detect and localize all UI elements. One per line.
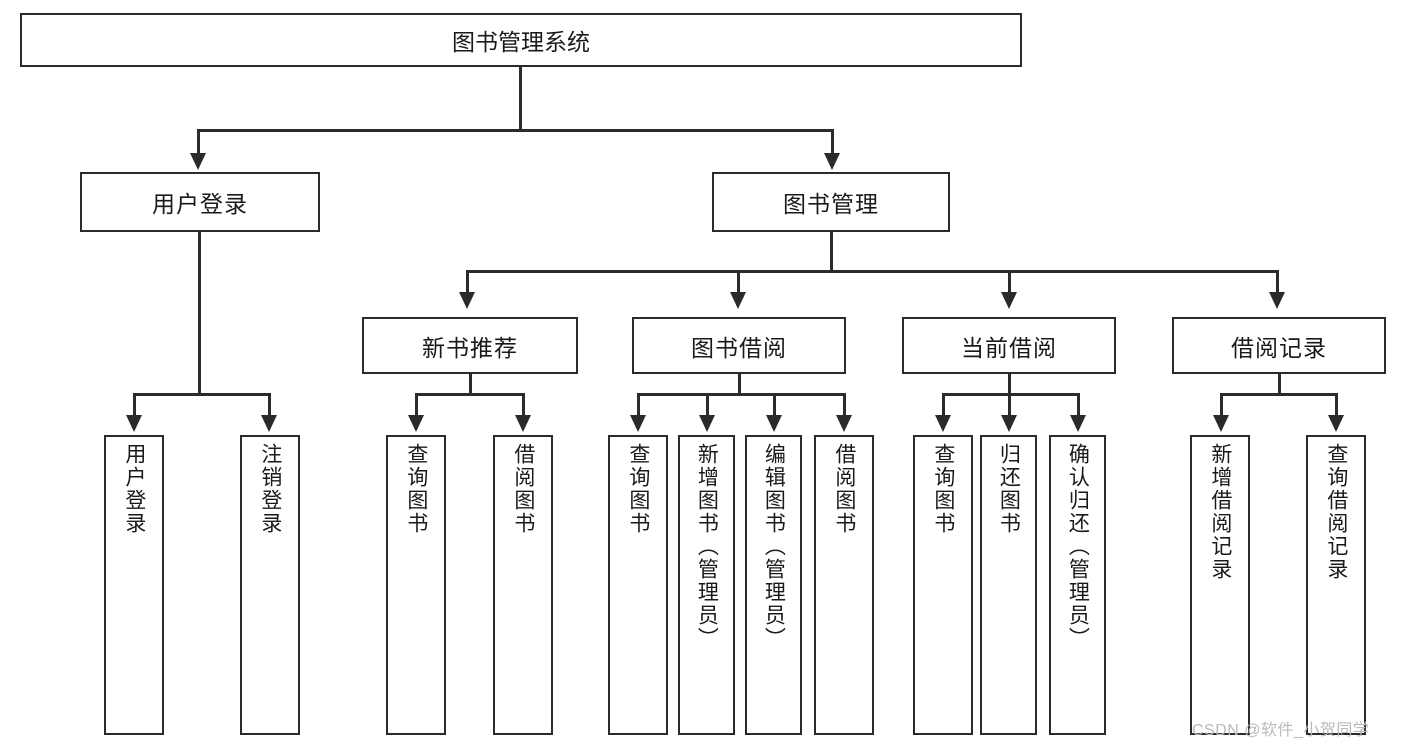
node-label: 图书借阅	[691, 334, 787, 361]
arrow-root-to-book-mgmt	[824, 153, 840, 170]
watermark: CSDN @软件_小贺同学	[1192, 722, 1370, 739]
node-label: 用户登录	[152, 191, 248, 217]
leaf-query-book-current[interactable]: 查询图书	[913, 435, 973, 735]
arrow-borrowrecord-to-add	[1213, 415, 1229, 432]
node-label: 当前借阅	[961, 334, 1057, 361]
leaf-label: 借阅图书	[832, 443, 856, 535]
node-book-borrow[interactable]: 图书借阅	[632, 317, 846, 374]
connector-borrowrecord-stem	[1278, 374, 1281, 395]
connector-bookborrow-stem	[738, 374, 741, 395]
arrow-bookborrow-to-query	[630, 415, 646, 432]
node-book-management[interactable]: 图书管理	[712, 172, 950, 232]
node-user-login[interactable]: 用户登录	[80, 172, 320, 232]
leaf-logout[interactable]: 注销登录	[240, 435, 300, 735]
connector-newbook-drop-2	[522, 393, 525, 417]
connector-userlogin-drop-2	[268, 393, 271, 417]
leaf-label: 查询图书	[626, 443, 650, 535]
node-label: 图书管理系统	[452, 29, 590, 55]
arrow-bookborrow-to-lend	[836, 415, 852, 432]
leaf-confirm-return-admin[interactable]: 确认归还（管理员）	[1049, 435, 1106, 735]
arrow-bookborrow-to-edit	[766, 415, 782, 432]
leaf-query-borrow-record[interactable]: 查询借阅记录	[1306, 435, 1366, 735]
connector-currentborrow-drop-3	[1077, 393, 1080, 417]
arrow-bookmgmt-to-borrow	[730, 292, 746, 309]
leaf-label: 确认归还（管理员）	[1066, 443, 1090, 650]
connector-userlogin-stem	[198, 232, 201, 395]
leaf-return-book[interactable]: 归还图书	[980, 435, 1037, 735]
node-root-system[interactable]: 图书管理系统	[20, 13, 1022, 67]
leaf-label: 查询图书	[931, 443, 955, 535]
node-label: 借阅记录	[1231, 334, 1327, 361]
node-new-book-recommend[interactable]: 新书推荐	[362, 317, 578, 374]
connector-root-bus	[197, 129, 833, 132]
connector-bookmgmt-drop-2	[737, 270, 740, 294]
arrow-currentborrow-to-return	[1001, 415, 1017, 432]
connector-currentborrow-drop-2	[1008, 393, 1011, 417]
connector-bookborrow-drop-4	[843, 393, 846, 417]
connector-bookborrow-bus	[637, 393, 845, 396]
connector-bookmgmt-drop-3	[1008, 270, 1011, 294]
leaf-query-book-borrow[interactable]: 查询图书	[608, 435, 668, 735]
connector-bookmgmt-stem	[830, 232, 833, 272]
arrow-currentborrow-to-query	[935, 415, 951, 432]
arrow-root-to-user-login	[190, 153, 206, 170]
arrow-newbook-to-query	[408, 415, 424, 432]
connector-borrowrecord-drop-2	[1335, 393, 1338, 417]
arrow-currentborrow-to-confirm	[1070, 415, 1086, 432]
arrow-bookmgmt-to-record	[1269, 292, 1285, 309]
leaf-label: 用户登录	[122, 443, 146, 535]
connector-root-stem	[519, 67, 522, 130]
arrow-userlogin-to-login	[126, 415, 142, 432]
node-label: 图书管理	[783, 191, 879, 217]
leaf-label: 借阅图书	[511, 443, 535, 535]
connector-newbook-stem	[469, 374, 472, 395]
arrow-bookborrow-to-add	[699, 415, 715, 432]
connector-bookborrow-drop-1	[637, 393, 640, 417]
leaf-label: 新增图书（管理员）	[695, 443, 719, 650]
connector-borrowrecord-bus	[1220, 393, 1338, 396]
arrow-newbook-to-borrow	[515, 415, 531, 432]
node-label: 新书推荐	[422, 334, 518, 361]
arrow-userlogin-to-logout	[261, 415, 277, 432]
leaf-edit-book-admin[interactable]: 编辑图书（管理员）	[745, 435, 802, 735]
leaf-borrow-book-newbook[interactable]: 借阅图书	[493, 435, 553, 735]
arrow-bookmgmt-to-current	[1001, 292, 1017, 309]
node-borrow-record[interactable]: 借阅记录	[1172, 317, 1386, 374]
leaf-query-book-newbook[interactable]: 查询图书	[386, 435, 446, 735]
leaf-label: 查询借阅记录	[1324, 443, 1348, 581]
connector-bookmgmt-bus	[466, 270, 1278, 273]
connector-bookmgmt-drop-4	[1276, 270, 1279, 294]
arrow-borrowrecord-to-query	[1328, 415, 1344, 432]
connector-borrowrecord-drop-1	[1220, 393, 1223, 417]
leaf-label: 归还图书	[997, 443, 1021, 535]
connector-userlogin-drop-1	[133, 393, 136, 417]
connector-currentborrow-bus	[942, 393, 1079, 396]
leaf-label: 编辑图书（管理员）	[762, 443, 786, 650]
connector-newbook-bus	[415, 393, 525, 396]
connector-newbook-drop-1	[415, 393, 418, 417]
leaf-lend-book[interactable]: 借阅图书	[814, 435, 874, 735]
connector-userlogin-bus	[133, 393, 270, 396]
leaf-label: 注销登录	[258, 443, 282, 535]
leaf-label: 查询图书	[404, 443, 428, 535]
arrow-bookmgmt-to-newbook	[459, 292, 475, 309]
leaf-add-book-admin[interactable]: 新增图书（管理员）	[678, 435, 735, 735]
connector-bookmgmt-drop-1	[466, 270, 469, 294]
connector-currentborrow-drop-1	[942, 393, 945, 417]
connector-bookborrow-drop-2	[706, 393, 709, 417]
leaf-user-login[interactable]: 用户登录	[104, 435, 164, 735]
connector-root-to-user-login	[197, 129, 200, 156]
connector-bookborrow-drop-3	[773, 393, 776, 417]
connector-root-to-book-mgmt	[831, 129, 834, 156]
connector-currentborrow-stem	[1008, 374, 1011, 395]
node-current-borrow[interactable]: 当前借阅	[902, 317, 1116, 374]
leaf-label: 新增借阅记录	[1208, 443, 1232, 581]
leaf-add-borrow-record[interactable]: 新增借阅记录	[1190, 435, 1250, 735]
